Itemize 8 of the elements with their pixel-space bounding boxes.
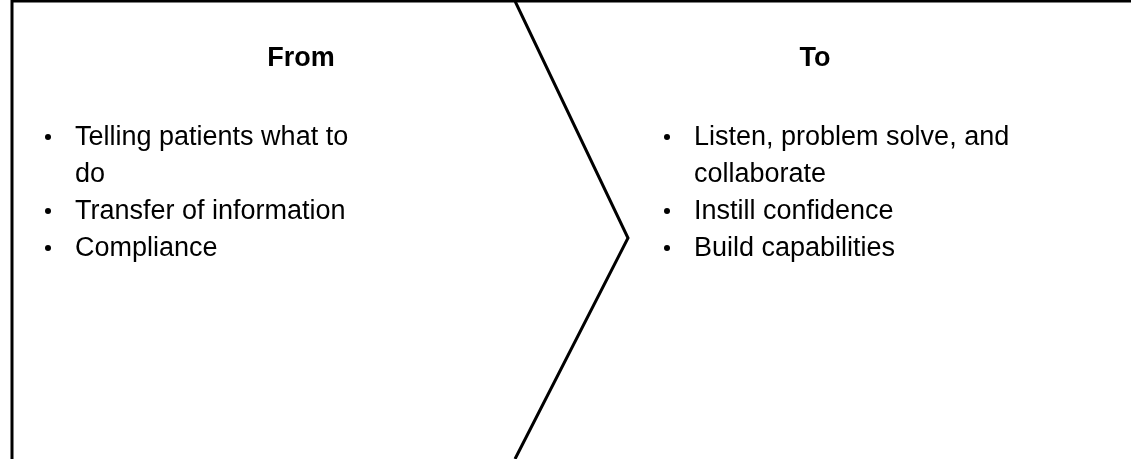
bullet-item: Build capabilities (694, 229, 1024, 266)
column-heading: To (798, 42, 832, 73)
bullet-item: Compliance (75, 229, 375, 266)
column-heading: From (266, 42, 336, 73)
bullet-item: Transfer of information (75, 192, 375, 229)
bullet-item: Listen, problem solve, and collaborate (694, 118, 1024, 192)
bullet-item: Telling patients what to do (75, 118, 375, 192)
bullet-item: Instill confidence (694, 192, 1024, 229)
